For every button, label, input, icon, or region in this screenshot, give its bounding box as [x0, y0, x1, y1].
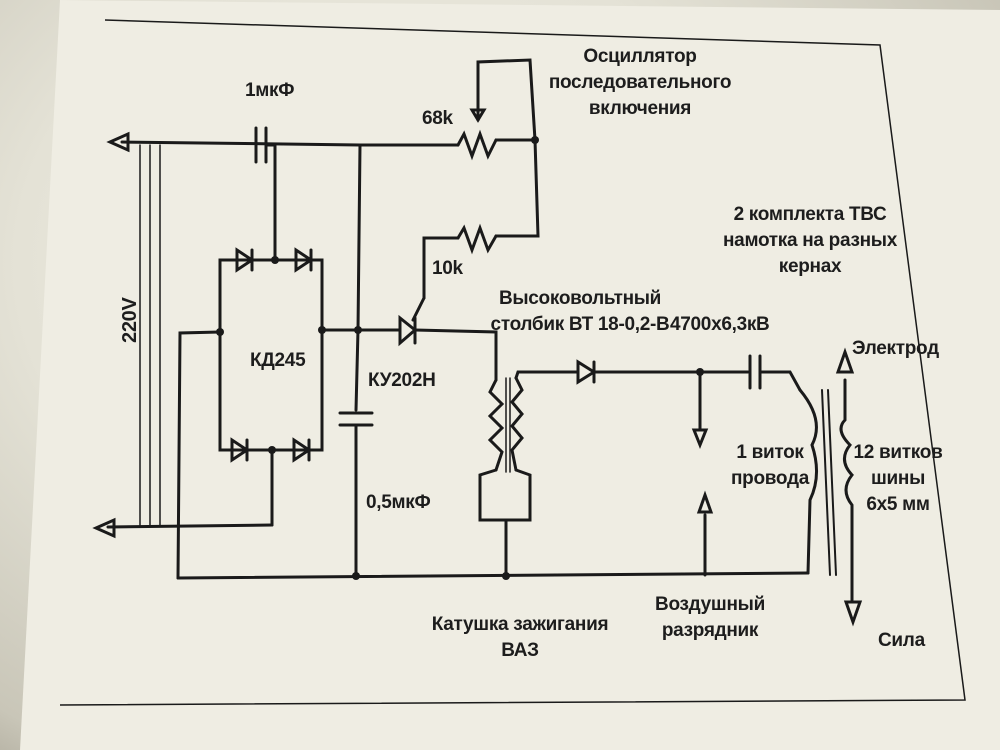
- pot-wiper: [476, 58, 537, 142]
- turn1-line-2: провода: [730, 468, 809, 489]
- label-ignition-coil: Катушка зажигания ВАЗ: [420, 612, 620, 664]
- coil-secondary: [510, 376, 524, 472]
- paper-sheet: [20, 0, 1000, 750]
- tvs-core-2: [827, 389, 837, 576]
- diode-bridge-2: [294, 247, 314, 273]
- resistor-68k: [456, 129, 498, 161]
- tvs-secondary: [839, 378, 854, 602]
- label-hv-stack: Высоковольтный столбик ВТ 18-0,2-В: [490, 286, 670, 338]
- tvs-line-3: кернах: [778, 256, 842, 277]
- coil-line-1: Катушка зажигания: [431, 614, 609, 635]
- arrow-top: [106, 131, 130, 153]
- page-border: [59, 19, 966, 706]
- junction-dot: [354, 326, 362, 334]
- label-one-turn: 1 виток провода: [720, 440, 820, 492]
- gate-lead: [411, 296, 426, 322]
- diode-bridge-1: [235, 247, 255, 273]
- cap-1uf-lead: [264, 143, 277, 260]
- osc-line-2: последовательного: [548, 72, 732, 93]
- arrow-bottom: [92, 517, 116, 539]
- ground-bus: [176, 571, 810, 580]
- arrow-sila: [843, 600, 863, 627]
- label-thyristor: КУ202Н: [368, 370, 436, 391]
- tvs-core-1: [821, 389, 831, 576]
- label-spark-gap: Воздушный разрядник: [640, 592, 780, 644]
- tvs-line-2: намотка на разных: [723, 230, 897, 251]
- osc-line-3: включения: [588, 98, 692, 119]
- hv-line-1: Высоковольтный: [498, 288, 662, 309]
- gap-line-1: Воздушный: [655, 594, 765, 615]
- arrow-electrode: [835, 347, 855, 374]
- coil-primary: [487, 378, 505, 472]
- junction-dot: [531, 136, 539, 144]
- gap-line-2: разрядник: [661, 620, 759, 641]
- resistor-10k: [456, 223, 498, 255]
- label-sila: Сила: [878, 630, 925, 651]
- junction-dot: [352, 572, 360, 580]
- bridge-left-lead: [176, 330, 222, 580]
- thyristor-symbol: [398, 314, 418, 347]
- label-oscillator: Осциллятор последовательного включения: [540, 44, 740, 122]
- turns12-line-3: 6х5 мм: [866, 494, 930, 515]
- label-bridge: КД245: [250, 350, 306, 371]
- label-cap-1uf: 1мкФ: [245, 80, 295, 101]
- hv-line: [514, 370, 580, 380]
- diode-bridge-3: [230, 437, 250, 463]
- junction-dot: [216, 328, 224, 336]
- junction-dot: [502, 572, 510, 580]
- label-r68k: 68k: [422, 108, 453, 129]
- turns12-line-1: 12 витков: [853, 442, 943, 463]
- label-cap-4700: 4700х6,3кВ: [670, 314, 770, 335]
- diode-bridge-4: [292, 437, 312, 463]
- osc-line-1: Осциллятор: [583, 46, 697, 67]
- mains-line-bottom: [106, 523, 274, 529]
- turns12-line-2: шины: [870, 468, 926, 489]
- label-r10k: 10k: [432, 258, 463, 279]
- hv-diode: [576, 359, 597, 385]
- junction-dot: [271, 256, 279, 264]
- turn1-line-1: 1 виток: [736, 442, 804, 463]
- junction-dot: [318, 326, 326, 334]
- junction-dot: [268, 446, 276, 454]
- mains-line-top: [120, 140, 362, 147]
- label-cap-05: 0,5мкФ: [366, 492, 431, 513]
- junction-dot: [696, 368, 704, 376]
- tvs-line-1: 2 комплекта ТВС: [733, 204, 887, 225]
- label-twelve-turns: 12 витков шины 6х5 мм: [848, 440, 948, 518]
- r10k-lead: [422, 236, 460, 300]
- label-tvs: 2 комплекта ТВС намотка на разных кернах: [710, 202, 910, 280]
- tvs-primary: [798, 388, 818, 575]
- hv-line-2: столбик ВТ 18-0,2-В: [490, 314, 670, 335]
- label-220v: 220V: [119, 297, 141, 343]
- label-electrode: Электрод: [852, 338, 939, 359]
- coil-line-2: ВАЗ: [501, 640, 539, 661]
